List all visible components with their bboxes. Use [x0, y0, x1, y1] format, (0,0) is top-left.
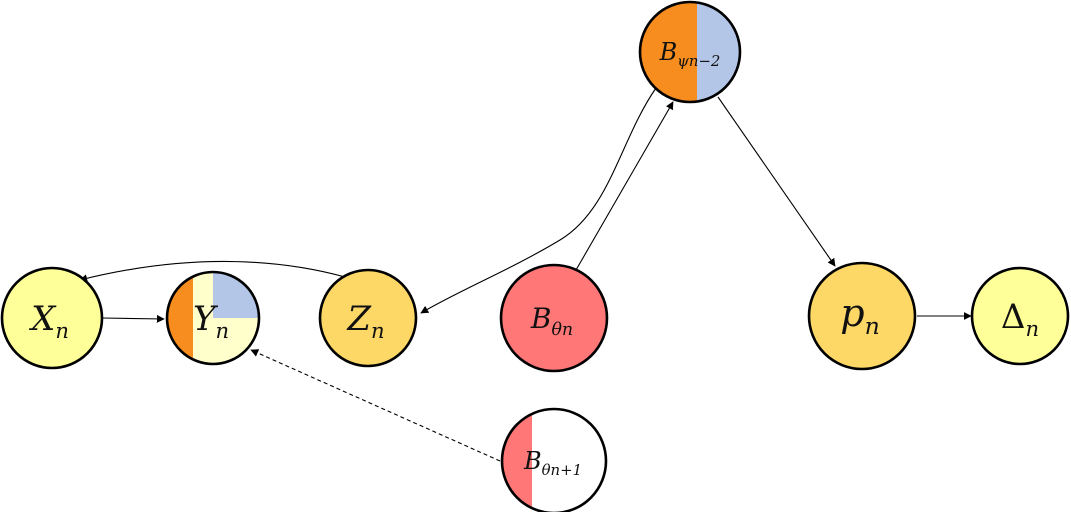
svg-text:Bθn: Bθn: [530, 302, 573, 340]
node-y-main: Y: [193, 299, 219, 339]
node-b-theta: Bθn: [499, 263, 609, 373]
node-x-main: X: [28, 299, 57, 339]
edges: [79, 87, 972, 462]
edge-z-to-x: [79, 260, 346, 283]
svg-text:Bθn+1: Bθn+1: [523, 447, 582, 479]
edge-theta-to-psi: [575, 101, 674, 271]
node-p-sub: n: [865, 312, 880, 340]
node-x: Xn: [0, 266, 104, 370]
node-delta-sub: n: [1025, 316, 1039, 341]
edge-theta-next-to-y: [250, 349, 501, 462]
node-b-theta-main: B: [530, 302, 552, 335]
node-x-sub: n: [55, 318, 69, 343]
edge-x-to-y: [102, 314, 165, 323]
edge-psi-to-p: [717, 96, 836, 267]
svg-text:Bψn−2: Bψn−2: [659, 38, 721, 70]
node-z-sub: n: [371, 318, 385, 343]
svg-text:Xn: Xn: [28, 299, 69, 343]
svg-text:Zn: Zn: [346, 299, 384, 343]
node-b-theta-next-sub: θn+1: [542, 461, 582, 479]
svg-text:pn: pn: [840, 291, 880, 340]
node-b-psi-sub: ψn−2: [677, 52, 720, 70]
node-p-main: p: [840, 291, 864, 335]
node-y-sub: n: [215, 318, 229, 343]
node-b-theta-next-main: B: [523, 447, 542, 475]
node-p: pn: [807, 261, 917, 371]
svg-text:Δn: Δn: [1001, 297, 1039, 341]
svg-text:Yn: Yn: [193, 299, 229, 343]
node-delta: Δn: [970, 266, 1070, 366]
node-delta-main: Δ: [1001, 297, 1026, 337]
node-y: Yn: [165, 270, 261, 366]
node-b-psi: Bψn−2: [638, 0, 742, 104]
node-b-theta-next: Bθn+1: [500, 407, 608, 512]
edge-psi-to-z: [420, 87, 657, 314]
node-z: Zn: [318, 268, 418, 368]
node-b-psi-main: B: [659, 38, 678, 66]
node-b-theta-sub: θn: [551, 320, 573, 340]
node-z-main: Z: [346, 299, 372, 339]
